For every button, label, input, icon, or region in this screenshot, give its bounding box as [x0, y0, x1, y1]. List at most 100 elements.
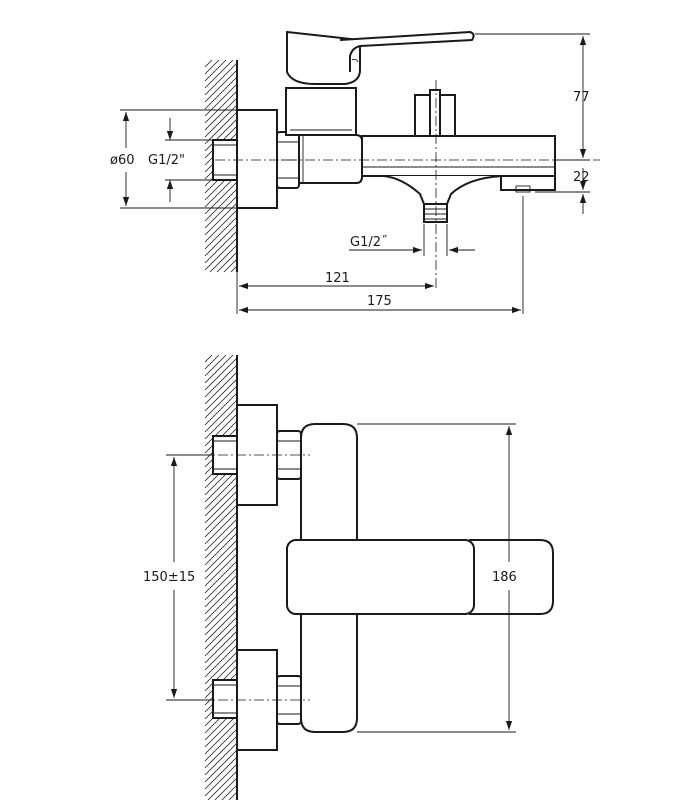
wall-hatch-line	[204, 371, 238, 405]
wall-hatch-line	[204, 644, 238, 678]
wall-hatch-line	[204, 588, 238, 622]
wall-hatch-line	[204, 567, 238, 601]
wall-hatch-line	[204, 83, 238, 117]
wall-hatch-line	[204, 406, 238, 440]
wall-hatch-line	[204, 749, 238, 783]
dim-inlet-thread: G1/2"	[148, 118, 213, 202]
wall-hatch-line	[204, 354, 220, 370]
wall-hatch-line	[204, 216, 238, 250]
wall-hatch-line	[204, 560, 238, 594]
wall-hatch-line	[204, 658, 238, 692]
wall-hatch-line	[204, 735, 238, 769]
dim-length-outlet: 121	[236, 271, 434, 314]
dim-inlet-spacing-label: 150±15	[143, 570, 195, 585]
wall-hatch-line	[204, 763, 238, 797]
wall-hatch-line	[204, 354, 227, 377]
wall-hatch-line	[204, 497, 238, 531]
wall-hatch-line	[207, 770, 238, 800]
dim-height-bottom-label: 22	[573, 170, 590, 185]
wall-hatch-line	[204, 490, 238, 524]
wall-hatch-line	[204, 476, 238, 510]
dim-body-height: 186	[357, 423, 517, 733]
wall-hatch-line	[204, 595, 238, 629]
wall-front	[204, 354, 238, 800]
wall-hatch-line	[221, 784, 238, 800]
wall-hatch-line	[204, 574, 238, 608]
wall-hatch-line	[204, 399, 238, 433]
wall-hatch-line	[223, 258, 238, 273]
wall-flange-side	[236, 109, 278, 209]
wall-hatch-line	[204, 623, 238, 657]
wall-hatch-line	[204, 111, 238, 145]
wall-hatch-line	[204, 76, 238, 110]
wall-hatch-line	[204, 546, 238, 580]
wall-hatch-line	[204, 392, 238, 426]
wall-hatch-line	[204, 504, 238, 538]
dim-height-top: 77	[475, 33, 590, 161]
wall-hatch-line	[204, 581, 238, 615]
wall-hatch-line	[204, 90, 238, 124]
wall-hatch-line	[204, 637, 238, 671]
mixer-body-side	[298, 134, 363, 184]
wall-hatch-line	[230, 265, 238, 273]
wall-hatch-line	[209, 244, 238, 273]
dim-diameter: ø60	[110, 109, 237, 209]
wall-hatch-line	[204, 357, 238, 391]
wall-hatch-line	[204, 483, 238, 517]
dim-height-top-label: 77	[573, 90, 590, 105]
wall-hatch-line	[204, 59, 213, 68]
wall-hatch-line	[204, 413, 238, 447]
wall-hatch-line	[204, 354, 213, 363]
wall-hatch-line	[204, 539, 238, 573]
wall-hatch-line	[204, 553, 238, 587]
wall-hatch-line	[204, 97, 238, 131]
wall-hatch-line	[204, 62, 238, 96]
wall-hatch-line	[204, 721, 238, 755]
dim-inlet-thread-label: G1/2"	[148, 153, 185, 168]
lever-handle-side	[286, 30, 475, 85]
diverter-knob-side	[414, 89, 456, 137]
dim-diameter-label: ø60	[110, 153, 135, 168]
wall-hatch-line	[204, 518, 238, 552]
wall-hatch-line	[204, 714, 238, 748]
dim-length-total-label: 175	[367, 294, 392, 309]
dim-length-total: 175	[239, 196, 524, 314]
wall-hatch-line	[204, 616, 238, 650]
wall-hatch-line	[204, 209, 238, 243]
bottom-outlet-side	[383, 175, 503, 223]
wall-hatch-line	[204, 378, 238, 412]
wall-hatch-line	[204, 223, 238, 257]
wall-hatch-line	[204, 651, 238, 685]
wall-hatch-line	[204, 728, 238, 762]
wall-hatch-line	[204, 118, 238, 152]
wall-hatch-line	[216, 251, 238, 273]
wall-hatch-line	[204, 59, 220, 75]
wall-hatch-line	[204, 237, 238, 271]
wall-hatch-line	[204, 364, 238, 398]
dim-outlet-thread: G1/2˝	[349, 224, 475, 256]
wall-hatch-line	[204, 181, 238, 215]
wall-hatch-line	[204, 195, 238, 229]
side-view: ø60 G1/2" 77 22	[110, 30, 600, 314]
wall-hatch-line	[204, 511, 238, 545]
dim-height-bottom: 22	[535, 168, 590, 214]
cartridge-housing-side	[285, 87, 357, 136]
spout-front	[469, 539, 554, 615]
dim-outlet-thread-label: G1/2˝	[350, 235, 388, 250]
wall-hatch-line	[228, 791, 238, 800]
wall-hatch-line	[204, 354, 234, 384]
wall-hatch-line	[204, 69, 238, 103]
wall-hatch-line	[204, 756, 238, 790]
wall-hatch-line	[204, 742, 238, 776]
wall-hatch-line	[204, 469, 238, 503]
wall-hatch-line	[204, 525, 238, 559]
wall-hatch-line	[204, 630, 238, 664]
wall-hatch-line	[204, 59, 234, 89]
wall-hatch-line	[204, 609, 238, 643]
dim-inlet-spacing: 150±15	[143, 454, 213, 701]
wall-hatch-line	[204, 188, 238, 222]
wall-hatch-line	[204, 59, 227, 82]
wall-hatch-line	[204, 602, 238, 636]
front-view: 150±15 186	[143, 354, 554, 800]
